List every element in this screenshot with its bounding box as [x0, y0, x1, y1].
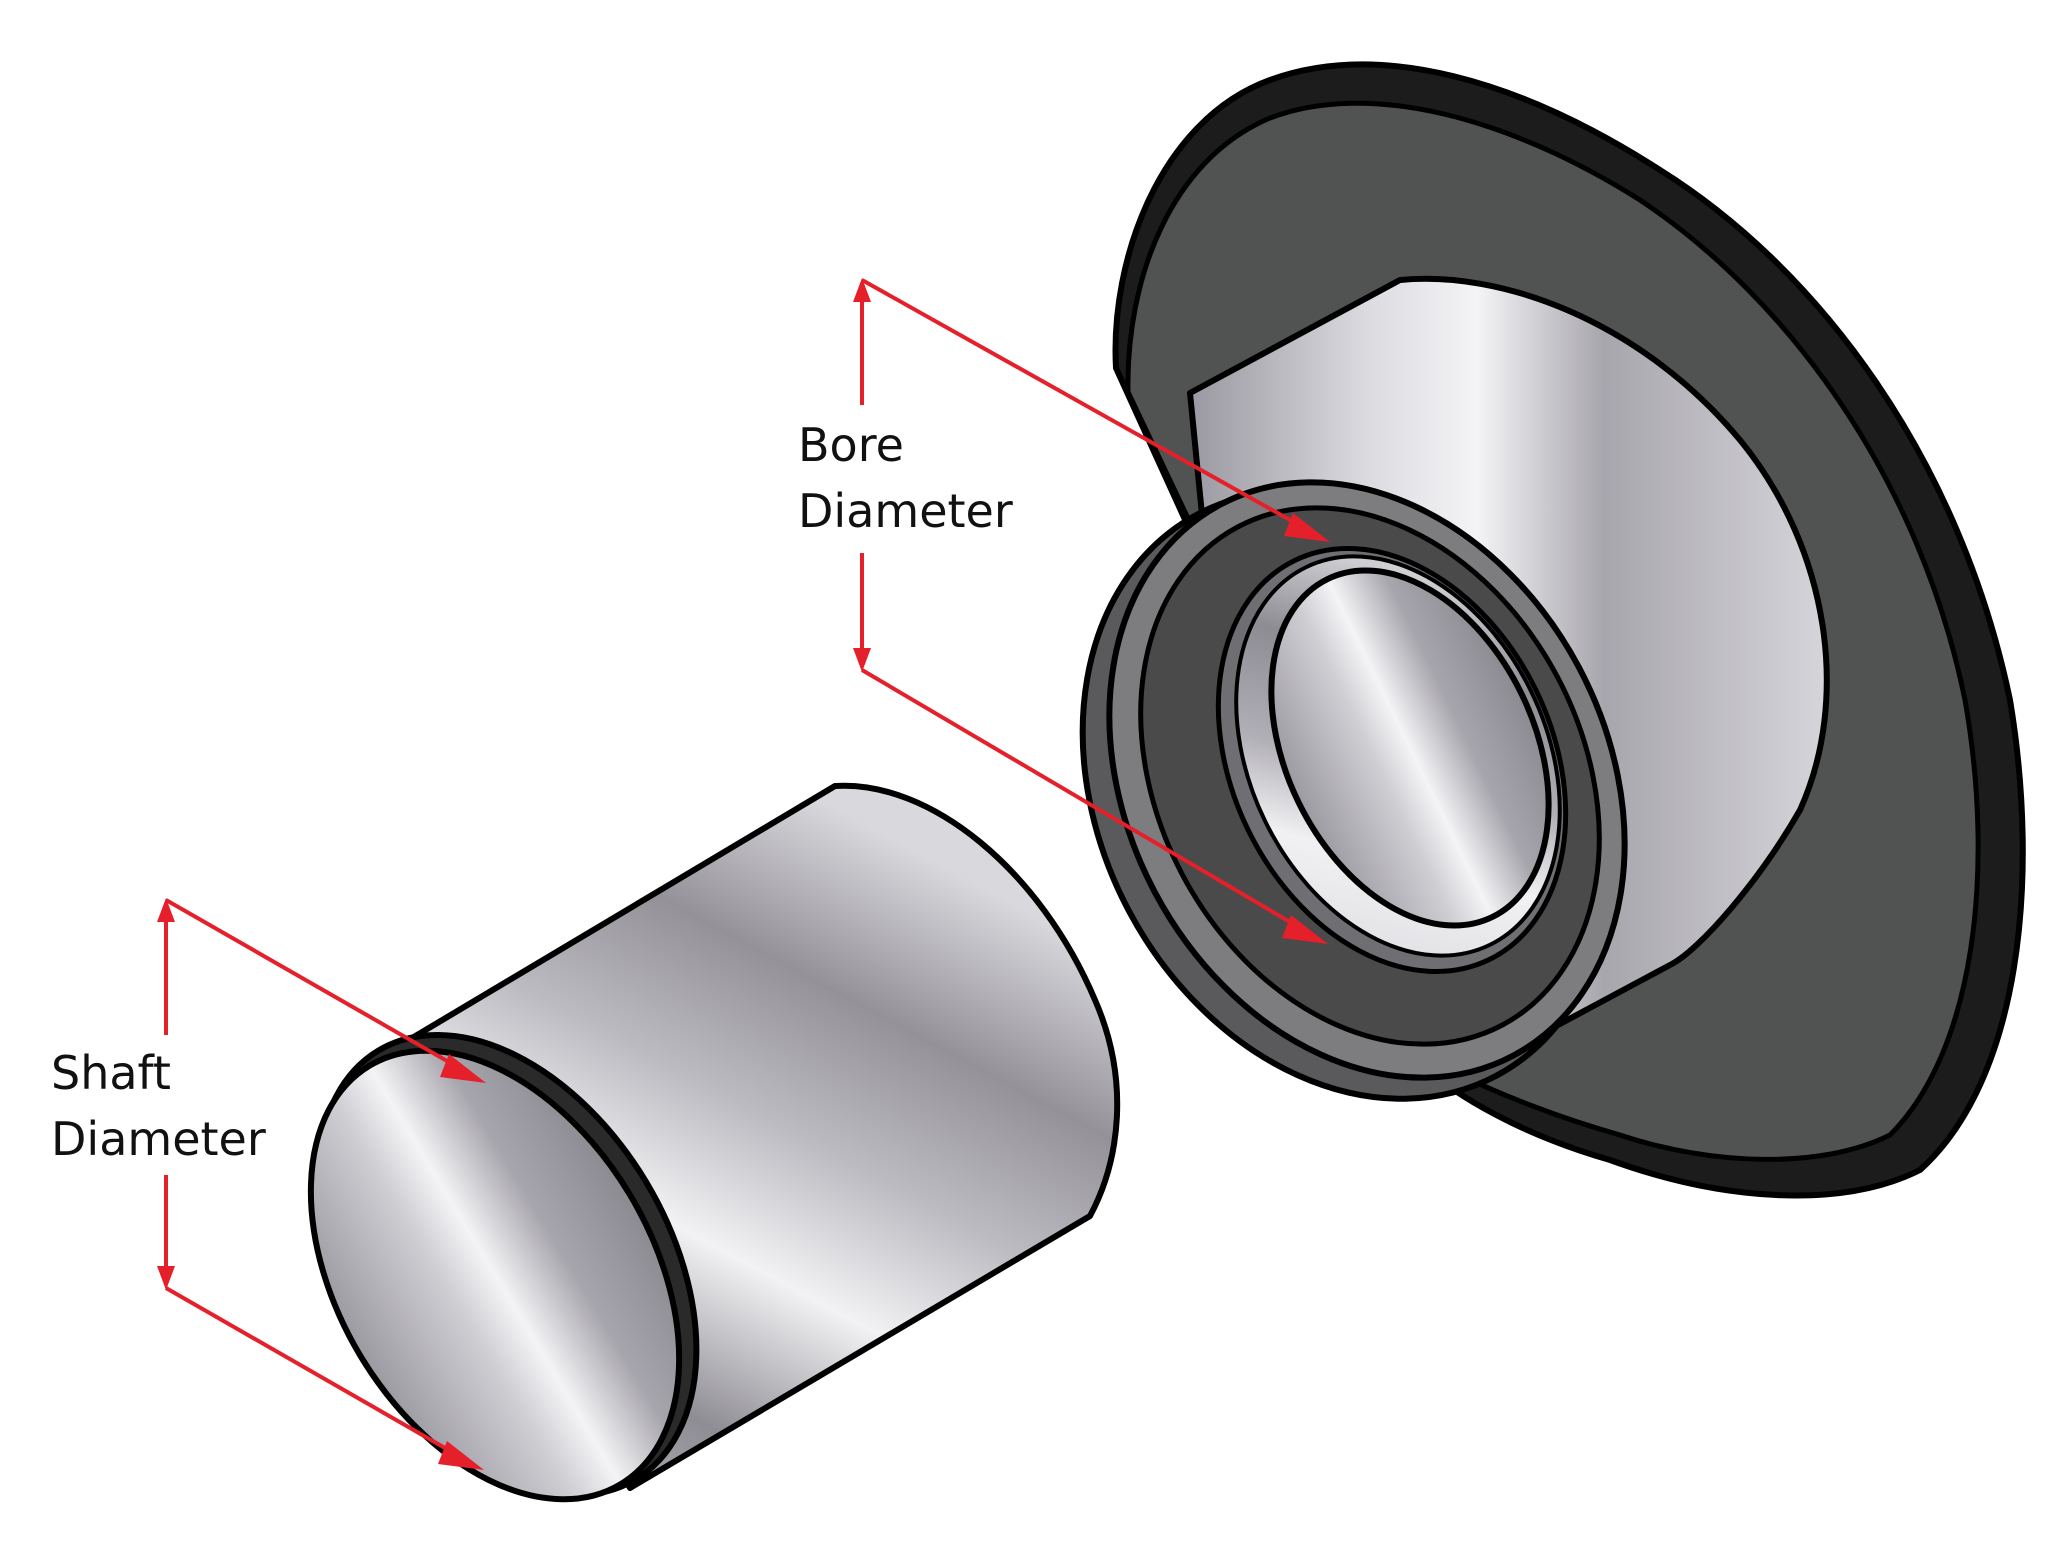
shaft-arrowhead-top-right: [440, 1054, 486, 1083]
bore-label-line1: Bore: [798, 418, 904, 472]
shaft: [307, 782, 1121, 1503]
bore-diameter-dimension: [853, 278, 1330, 944]
shaft-extension-top: [165, 898, 469, 1075]
bore-diameter-label: Bore Diameter: [798, 412, 1013, 544]
bore-arrowhead-up: [853, 278, 871, 302]
bore-arrowhead-bottom-right: [1282, 915, 1328, 944]
shaft-diameter-label: Shaft Diameter: [51, 1040, 266, 1172]
shaft-extension-bottom: [165, 1286, 467, 1462]
bore-arrowhead-down: [853, 648, 871, 672]
bore-opening: [1268, 567, 1552, 929]
bore-label-line2: Diameter: [798, 484, 1013, 538]
bore-arrowhead-top-right: [1284, 513, 1330, 542]
bore-extension-bottom: [860, 668, 1314, 937]
shaft-end-face: [307, 1047, 683, 1503]
shaft-label-line1: Shaft: [51, 1046, 171, 1100]
flanged-bushing: [1079, 61, 2026, 1199]
bore-extension-top: [861, 278, 1316, 536]
shaft-arrowhead-bottom-right: [438, 1441, 484, 1470]
shaft-arrowhead-down: [157, 1266, 175, 1290]
shaft-label-line2: Diameter: [51, 1112, 266, 1166]
shaft-arrowhead-up: [157, 898, 175, 922]
shaft-diameter-dimension: [157, 898, 486, 1470]
